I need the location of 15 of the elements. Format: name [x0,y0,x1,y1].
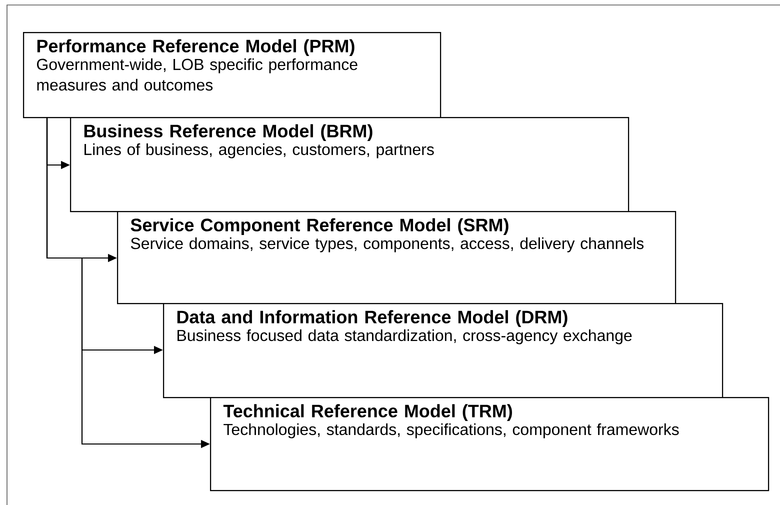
model-box [70,117,630,212]
model-box [163,303,724,398]
box-description: Technologies, standards, specifications, component frameworks [224,423,679,438]
box-title: Data and Information Reference Model (DRM) [177,310,568,327]
model-box [210,397,770,492]
box-description: Service domains, service types, components, access, delivery channels [130,237,644,252]
box-description: Government-wide, LOB specific performance measures and outcomes [37,58,358,91]
box-title: Business Reference Model (BRM) [84,124,372,141]
box-description: Business focused data standardization, cross-agency exchange [178,329,632,344]
box-title: Performance Reference Model (PRM) [37,39,354,56]
model-box [23,32,442,118]
box-title: Service Component Reference Model (SRM) [130,218,508,235]
box-description: Lines of business, agencies, customers, partners [84,143,434,158]
box-title: Technical Reference Model (TRM) [223,404,512,421]
model-box [117,211,676,304]
